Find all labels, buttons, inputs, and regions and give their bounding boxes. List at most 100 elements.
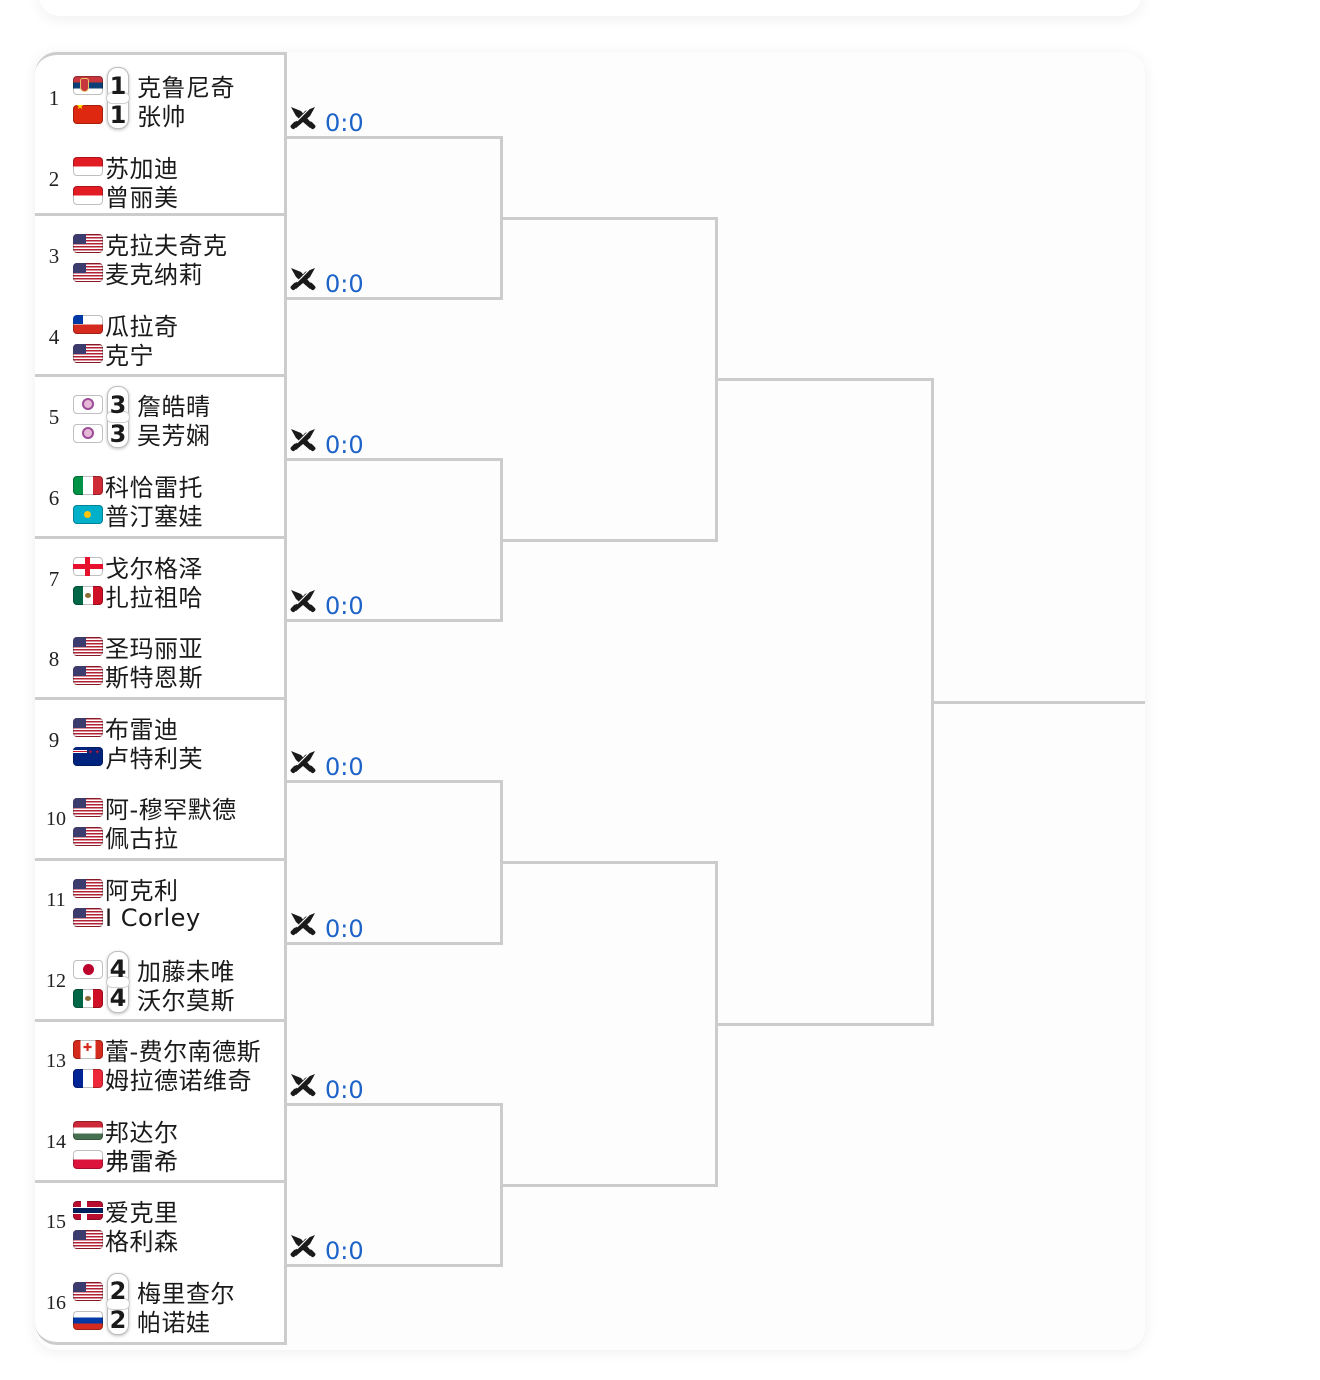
- player-name[interactable]: 瓜拉奇: [105, 312, 179, 341]
- seed-slot[interactable]: 11克鲁尼奇1张帅: [35, 58, 284, 137]
- player-name[interactable]: 戈尔格泽: [105, 554, 203, 583]
- player-name[interactable]: 加藤未唯: [137, 957, 235, 986]
- player-name[interactable]: 曾丽美: [105, 183, 179, 212]
- player-row[interactable]: 蕾-费尔南德斯: [73, 1035, 262, 1067]
- flag-mx-icon: [73, 988, 103, 1008]
- player-row[interactable]: 阿-穆罕默德: [73, 793, 237, 825]
- score-text: 0:0: [325, 270, 364, 298]
- player-name[interactable]: 麦克纳莉: [105, 261, 203, 290]
- match-score[interactable]: 0:0: [289, 588, 364, 618]
- player-row[interactable]: 圣玛丽亚: [73, 632, 203, 664]
- seed-slot[interactable]: 9布雷迪卢特利芙: [35, 700, 284, 779]
- player-row[interactable]: 戈尔格泽: [73, 552, 203, 583]
- player-name[interactable]: 爱克里: [105, 1199, 179, 1228]
- player-name[interactable]: 张帅: [137, 103, 186, 131]
- player-row[interactable]: 苏加迪: [73, 152, 179, 183]
- player-name[interactable]: 阿-穆罕默德: [105, 796, 237, 825]
- round1-connector: [286, 297, 503, 300]
- match-score[interactable]: 0:0: [289, 911, 364, 941]
- match-score[interactable]: 0:0: [289, 1233, 364, 1263]
- player-row[interactable]: 布雷迪: [73, 713, 179, 744]
- player-row[interactable]: I Corley: [73, 903, 201, 932]
- player-row[interactable]: 阿克利: [73, 874, 179, 905]
- player-name[interactable]: 克拉夫奇克: [105, 232, 228, 261]
- match-score[interactable]: 0:0: [289, 105, 364, 135]
- player-name[interactable]: 弗雷希: [105, 1147, 179, 1176]
- player-row[interactable]: 格利森: [73, 1225, 179, 1257]
- score-text: 0:0: [325, 753, 364, 781]
- player-row[interactable]: 爱克里: [73, 1196, 179, 1228]
- player-name[interactable]: 吴芳娴: [137, 422, 211, 451]
- flag-us-icon: [73, 798, 103, 818]
- player-name[interactable]: 阿克利: [105, 877, 179, 905]
- player-row[interactable]: 克拉夫奇克: [73, 229, 228, 261]
- match-score[interactable]: 0:0: [289, 427, 364, 457]
- player-name[interactable]: 姆拉德诺维奇: [105, 1067, 252, 1096]
- player-row[interactable]: 瓜拉奇: [73, 310, 179, 341]
- player-row[interactable]: 弗雷希: [73, 1145, 179, 1176]
- player-row[interactable]: 佩古拉: [73, 822, 179, 854]
- seed-slot[interactable]: 7 戈尔格泽扎拉祖哈: [35, 539, 284, 618]
- seed-number: 7: [48, 566, 60, 591]
- player-name[interactable]: 苏加迪: [105, 154, 179, 183]
- player-row[interactable]: 斯特恩斯: [73, 661, 203, 693]
- player-row[interactable]: 麦克纳莉: [73, 258, 203, 290]
- player-name[interactable]: 斯特恩斯: [105, 664, 203, 693]
- flag-us-icon: [73, 234, 103, 254]
- player-name[interactable]: 詹皓晴: [137, 393, 211, 422]
- player-name[interactable]: 布雷迪: [105, 715, 179, 744]
- player-name[interactable]: 圣玛丽亚: [105, 635, 203, 664]
- player-row[interactable]: 普汀塞娃: [73, 500, 203, 531]
- player-row[interactable]: 克宁: [73, 339, 154, 370]
- round2-connector: [500, 217, 718, 220]
- player-row[interactable]: 邦达尔: [73, 1116, 179, 1147]
- player-row[interactable]: 曾丽美: [73, 181, 179, 212]
- player-name[interactable]: I Corley: [105, 903, 201, 932]
- player-name[interactable]: 帕诺娃: [137, 1308, 211, 1337]
- player-row[interactable]: 姆拉德诺维奇: [73, 1064, 252, 1096]
- player-row[interactable]: 科恰雷托: [73, 471, 203, 502]
- player-name[interactable]: 克宁: [105, 341, 154, 370]
- crossed-swords-icon: [289, 427, 317, 457]
- player-name[interactable]: 梅里查尔: [137, 1279, 235, 1308]
- player-name[interactable]: 邦达尔: [105, 1118, 179, 1147]
- player-name[interactable]: 卢特利芙: [105, 744, 203, 773]
- player-row[interactable]: 扎拉祖哈: [73, 581, 203, 612]
- match-score[interactable]: 0:0: [289, 1072, 364, 1102]
- player-name[interactable]: 蕾-费尔南德斯: [105, 1038, 262, 1067]
- player-name[interactable]: 佩古拉: [105, 825, 179, 854]
- match-score[interactable]: 0:0: [289, 749, 364, 779]
- player-row[interactable]: 1张帅: [73, 100, 186, 131]
- player-name[interactable]: 普汀塞娃: [105, 502, 203, 531]
- crossed-swords-icon: [289, 266, 317, 296]
- player-name[interactable]: 沃尔莫斯: [137, 986, 235, 1015]
- player-name[interactable]: 克鲁尼奇: [137, 74, 235, 102]
- player-row[interactable]: 卢特利芙: [73, 742, 203, 773]
- player-name[interactable]: 格利森: [105, 1228, 179, 1257]
- player-name[interactable]: 扎拉祖哈: [105, 583, 203, 612]
- match-score[interactable]: 0:0: [289, 266, 364, 296]
- player-name[interactable]: 科恰雷托: [105, 473, 203, 502]
